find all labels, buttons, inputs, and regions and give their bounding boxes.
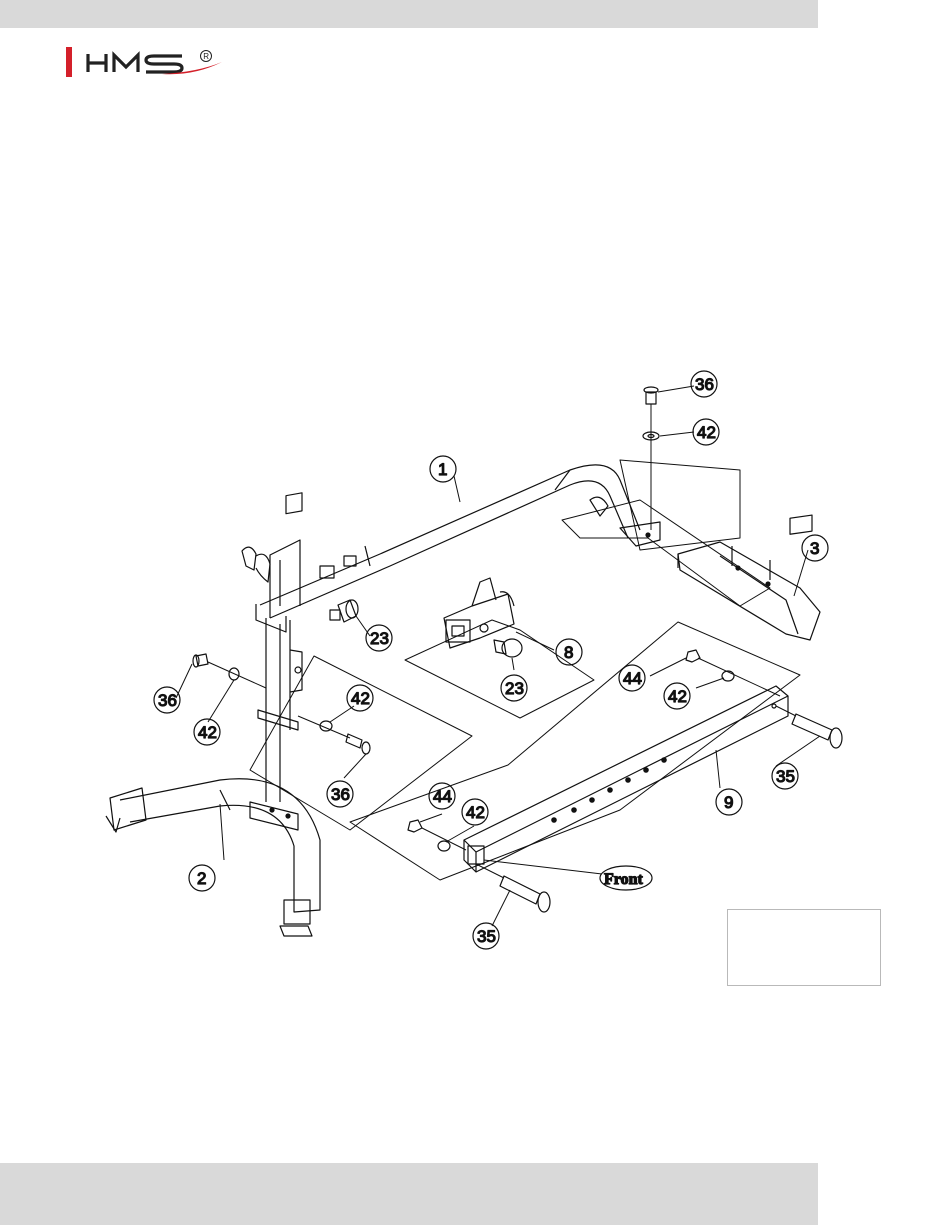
svg-text:36: 36 <box>331 785 350 804</box>
leader-lines <box>176 386 820 926</box>
callout-3: 3 <box>802 535 828 561</box>
svg-text:36: 36 <box>158 691 177 710</box>
part-3-rear-foot <box>678 515 820 640</box>
svg-text:1: 1 <box>438 460 447 479</box>
callout-36-top: 36 <box>691 371 717 397</box>
knob-23-left <box>330 600 358 622</box>
callout-36-left: 36 <box>154 687 180 713</box>
callouts: 1 36 42 3 23 8 23 36 42 42 36 2 44 42 9 … <box>154 371 828 949</box>
svg-text:44: 44 <box>433 787 452 806</box>
vertical-upright <box>258 618 302 802</box>
hms-logo: R <box>66 46 236 78</box>
svg-text:42: 42 <box>466 803 485 822</box>
callout-35-bottom: 35 <box>473 923 499 949</box>
callout-42-bottom: 42 <box>462 799 488 825</box>
exploded-view-drawing: 1 36 42 3 23 8 23 36 42 42 36 2 44 42 9 … <box>80 370 940 980</box>
svg-text:42: 42 <box>351 689 370 708</box>
svg-text:35: 35 <box>776 767 795 786</box>
callout-8: 8 <box>556 639 582 665</box>
callout-9: 9 <box>716 789 742 815</box>
part-2-front-base <box>106 779 320 936</box>
svg-text:3: 3 <box>810 539 819 558</box>
svg-text:44: 44 <box>623 669 642 688</box>
svg-text:9: 9 <box>724 793 733 812</box>
svg-text:8: 8 <box>564 643 573 662</box>
svg-text:2: 2 <box>197 869 206 888</box>
callout-36-mid: 36 <box>327 781 353 807</box>
svg-text:Front: Front <box>604 871 643 888</box>
front-label: Front <box>600 866 652 890</box>
svg-text:23: 23 <box>370 629 389 648</box>
svg-text:23: 23 <box>505 679 524 698</box>
callout-1: 1 <box>430 456 456 482</box>
header-bar <box>0 0 818 28</box>
callout-42-left: 42 <box>194 719 220 745</box>
logo-mark: R <box>66 46 236 78</box>
registered-mark: R <box>203 52 209 61</box>
callout-2: 2 <box>189 865 215 891</box>
svg-text:36: 36 <box>695 375 714 394</box>
blank-note-box <box>727 909 881 986</box>
footer-bar <box>0 1163 818 1225</box>
callout-42-top: 42 <box>693 419 719 445</box>
svg-text:42: 42 <box>668 687 687 706</box>
callout-42-mid: 42 <box>347 685 373 711</box>
assembly-diagram: 1 36 42 3 23 8 23 36 42 42 36 2 44 42 9 … <box>80 370 940 980</box>
svg-text:35: 35 <box>477 927 496 946</box>
callout-44-left: 44 <box>429 783 455 809</box>
part-1-main-frame <box>242 465 660 632</box>
callout-35-right: 35 <box>772 763 798 789</box>
guide-planes <box>250 460 800 880</box>
part-8-bracket <box>444 578 522 657</box>
svg-text:42: 42 <box>198 723 217 742</box>
svg-text:42: 42 <box>697 423 716 442</box>
callout-23-left: 23 <box>366 625 392 651</box>
callout-42-right: 42 <box>664 683 690 709</box>
callout-44-right: 44 <box>619 665 645 691</box>
callout-23-mid: 23 <box>501 675 527 701</box>
